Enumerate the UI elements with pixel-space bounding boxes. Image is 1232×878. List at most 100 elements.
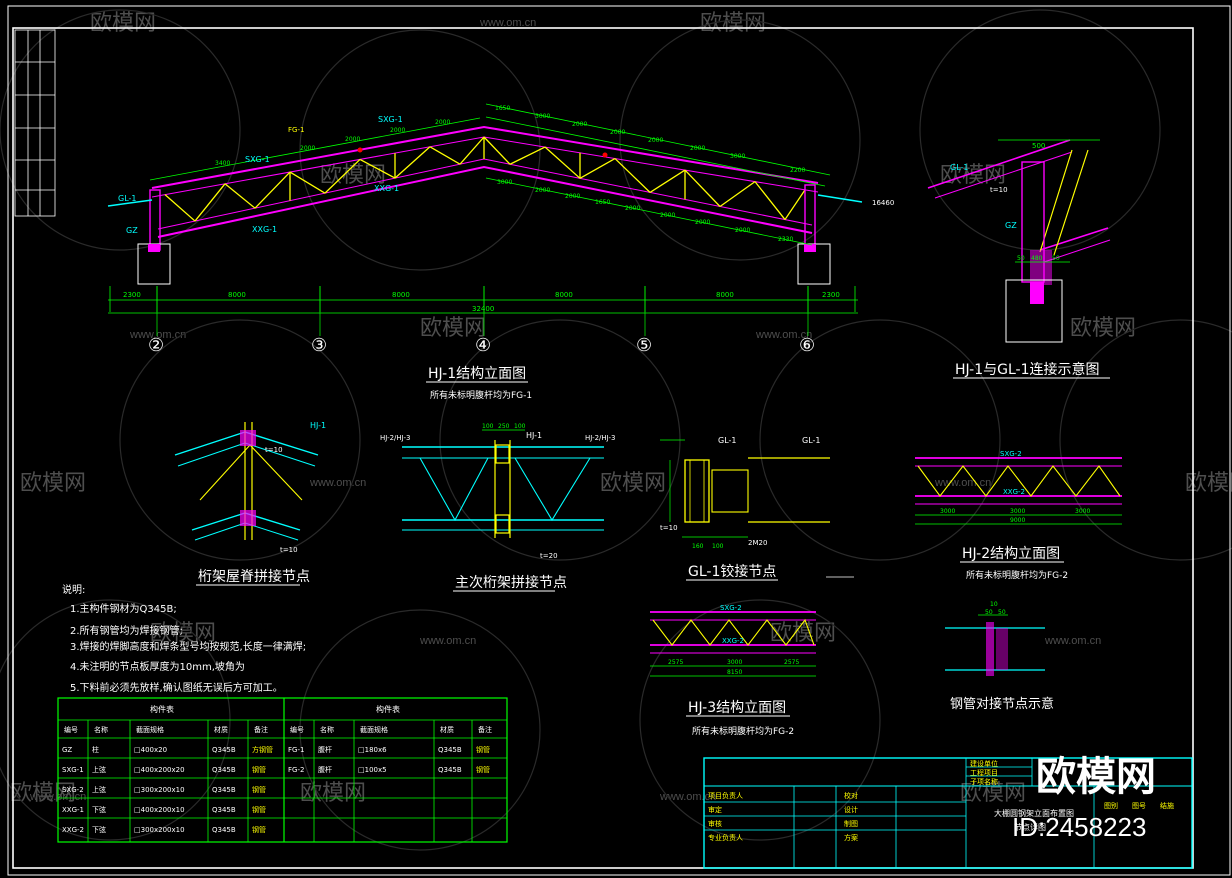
svg-text:Q345B: Q345B [212, 806, 236, 814]
drawing-frame [7, 5, 1231, 876]
svg-text:□300x200x10: □300x200x10 [134, 826, 185, 834]
svg-text:钢管: 钢管 [252, 805, 266, 814]
svg-text:材质: 材质 [440, 725, 454, 734]
gl-detail-label-gl1: GL-1 [950, 163, 969, 172]
pipe-dim-50b: 50 [998, 609, 1006, 616]
svg-text:2000: 2000 [610, 129, 625, 136]
svg-text:钢管: 钢管 [252, 785, 266, 794]
svg-text:1650: 1650 [595, 199, 610, 206]
svg-text:2000: 2000 [435, 119, 450, 126]
gl-detail-title: HJ-1与GL-1连接示意图 [955, 361, 1099, 378]
ridge-label-t10a: t=10 [265, 446, 283, 454]
hj3-title: HJ-3结构立面图 [688, 700, 786, 716]
svg-text:项目负责人: 项目负责人 [708, 791, 743, 800]
main-joint-label-t20: t=20 [540, 552, 558, 560]
pipe-joint-title: 钢管对接节点示意 [950, 696, 1054, 712]
pipe-dim-50a: 50 [985, 609, 993, 616]
svg-text:钢管: 钢管 [476, 765, 490, 774]
svg-text:□300x200x10: □300x200x10 [134, 786, 185, 794]
svg-text:SXG-1: SXG-1 [62, 766, 84, 774]
main-joint-dim-100b: 100 [514, 423, 526, 430]
svg-text:2000: 2000 [300, 145, 315, 152]
hj3-note: 所有未标明腹杆均为FG-2 [692, 725, 794, 737]
svg-text:XXG-2: XXG-2 [62, 826, 84, 834]
ridge-title: 桁架屋脊拼接节点 [198, 568, 310, 585]
svg-text:SXG-2: SXG-2 [62, 786, 84, 794]
sign-strip [14, 29, 56, 217]
hj2-title: HJ-2结构立面图 [962, 546, 1060, 562]
hj2-bottom-label: XXG-2 [1003, 488, 1025, 496]
svg-text:校对: 校对 [844, 791, 858, 800]
notes-block: 说明: 1.主构件钢材为Q345B; 2.所有钢管均为焊接钢管; 3.焊接的焊脚… [62, 583, 306, 694]
svg-text:构件表: 构件表 [150, 704, 174, 714]
svg-text:8000: 8000 [555, 291, 573, 299]
gl-detail-label-50a: 50 [1017, 255, 1025, 262]
gl-detail-label-500: 500 [1032, 142, 1045, 150]
elevation-title: HJ-1结构立面图 [428, 366, 526, 382]
watermark-brand: 欧模网 [300, 780, 366, 805]
svg-text:2000: 2000 [390, 127, 405, 134]
gl-detail-label-480: 480 [1031, 255, 1043, 262]
svg-text:3000: 3000 [730, 153, 745, 160]
svg-text:□400x200x20: □400x200x20 [134, 766, 185, 774]
svg-text:柱: 柱 [92, 745, 99, 754]
gl-connection-detail: GL-1 GZ t=10 500 50 480 50 HJ-1与GL-1连接示意… [927, 139, 1111, 379]
svg-text:备注: 备注 [478, 725, 492, 734]
svg-text:XXG-1: XXG-1 [62, 806, 84, 814]
svg-text:2000: 2000 [735, 227, 750, 234]
svg-text:2000: 2000 [572, 121, 587, 128]
main-joint-label-hj23-right: HJ-2/HJ-3 [585, 434, 615, 442]
hj2-top-label: SXG-2 [1000, 450, 1022, 458]
hj2-note: 所有未标明腹杆均为FG-2 [966, 569, 1068, 581]
svg-text:8000: 8000 [392, 291, 410, 299]
svg-text:Q345B: Q345B [212, 746, 236, 754]
note-3: 3.焊接的焊脚高度和焊条型号均按规范,长度一律满焊; [70, 640, 306, 653]
svg-text:2000: 2000 [625, 205, 640, 212]
svg-text:3000: 3000 [497, 179, 512, 186]
svg-text:材质: 材质 [214, 725, 228, 734]
watermark-brand: 欧模网 [420, 315, 486, 340]
note-4: 4.未注明的节点板厚度为10mm,坡角为 [70, 660, 245, 673]
svg-text:3400: 3400 [215, 160, 230, 167]
note-2: 2.所有钢管均为焊接钢管; [70, 624, 183, 637]
svg-text:编号: 编号 [64, 725, 78, 734]
hj3-bottom-label: XXG-2 [722, 637, 744, 645]
brand-logo: 欧模网 [1036, 755, 1156, 799]
hj2-dim-1: 3000 [940, 508, 955, 515]
svg-text:名称: 名称 [320, 725, 334, 734]
svg-text:Q345B: Q345B [212, 786, 236, 794]
watermark-url: www.om.cn [1044, 635, 1101, 647]
watermark-url: www.om.cn [309, 477, 366, 489]
svg-text:钢管: 钢管 [476, 745, 490, 754]
hinge-label-bolt: 2M20 [748, 539, 767, 547]
elev-label-gl1: GL-1 [118, 194, 137, 203]
elev-label-sxg1-left: SXG-1 [245, 155, 270, 164]
gl-detail-label-gz: GZ [1005, 221, 1017, 230]
watermark-brand: 欧模网 [770, 620, 836, 645]
svg-text:32400: 32400 [472, 305, 494, 313]
watermark-brand: 欧模网 [600, 470, 666, 495]
svg-text:2000: 2000 [535, 187, 550, 194]
svg-text:2330: 2330 [778, 236, 793, 243]
svg-text:结施: 结施 [1160, 801, 1174, 810]
gl-detail-label-t10: t=10 [990, 186, 1008, 194]
svg-text:Q345B: Q345B [212, 826, 236, 834]
hinge-label-gl1-right: GL-1 [802, 436, 821, 445]
elev-label-fg1: FG-1 [288, 126, 304, 134]
svg-text:2000: 2000 [660, 212, 675, 219]
watermark-url: www.om.cn [129, 329, 186, 341]
hj3-elevation: SXG-2 XXG-2 2575 3000 2575 8150 HJ-3结构立面… [650, 604, 816, 737]
svg-text:方案: 方案 [844, 833, 858, 842]
hinge-dim-100: 100 [712, 543, 724, 550]
svg-text:GZ: GZ [62, 746, 72, 754]
svg-text:建设单位: 建设单位 [970, 759, 998, 768]
svg-text:审核: 审核 [708, 819, 722, 828]
svg-text:2000: 2000 [565, 193, 580, 200]
bottom-chord [157, 165, 813, 238]
watermark-brand: 欧模网 [1070, 315, 1136, 340]
notes-header: 说明: [62, 583, 85, 596]
axis-bubble: ⑥ [799, 335, 815, 356]
svg-text:截面规格: 截面规格 [360, 725, 388, 734]
hinge-dim-160: 160 [692, 543, 704, 550]
